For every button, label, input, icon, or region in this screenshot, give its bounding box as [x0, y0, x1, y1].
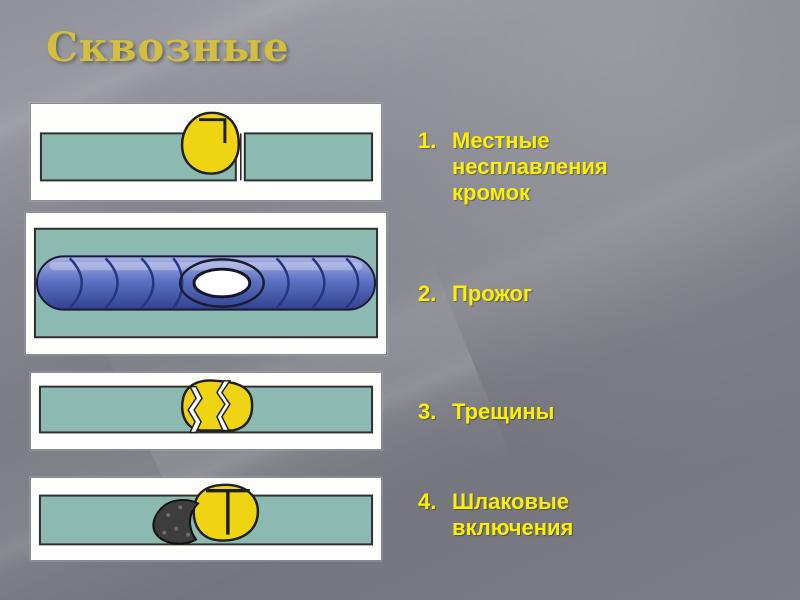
slag-speck	[166, 513, 171, 518]
list-item-number: 3.	[418, 399, 437, 424]
list-item-nonfusion: 1. Местные несплавления кромок	[418, 128, 674, 206]
bead-ripple	[275, 257, 290, 309]
list-item-burnthrough: 2. Прожог	[418, 281, 532, 307]
bead-ripple	[68, 257, 83, 309]
list-item-label: Трещины	[452, 399, 555, 424]
defect-image-cracks	[30, 372, 382, 450]
burn-hole	[192, 267, 252, 299]
crack	[187, 385, 203, 434]
slag-illustration	[38, 483, 374, 546]
weld-bead	[192, 483, 259, 542]
defect-image-nonfusion	[30, 103, 382, 201]
nonfusion-illustration	[39, 111, 374, 182]
slag-speck	[174, 526, 179, 531]
bead-ripple	[104, 257, 119, 309]
slag-speck	[186, 532, 191, 537]
list-item-slag: 4. Шлаковые включения	[418, 489, 674, 541]
list-item-label: Прожог	[452, 281, 533, 306]
list-item-label: Местные несплавления кромок	[452, 128, 608, 205]
weld-bead	[180, 111, 241, 175]
defect-image-burnthrough	[25, 212, 387, 355]
plate-right	[243, 132, 374, 182]
list-item-number: 2.	[418, 281, 437, 306]
bead-highlight	[49, 262, 363, 271]
list-item-cracks: 3. Трещины	[418, 399, 554, 425]
defect-image-slag	[30, 477, 382, 561]
slag-speck	[178, 505, 183, 510]
bead-ripple	[311, 257, 326, 309]
slag-speck	[162, 530, 167, 535]
weld-groove-mark	[206, 488, 250, 535]
bead-ripple	[345, 257, 360, 309]
slide-title: Сквозные	[46, 24, 290, 71]
crack	[216, 380, 232, 432]
list-item-number: 4.	[418, 489, 437, 514]
burn-hole-ring	[178, 258, 265, 308]
burnthrough-illustration	[33, 227, 379, 339]
bead-ripple	[140, 257, 155, 309]
list-item-label: Шлаковые включения	[452, 489, 574, 540]
cracks-illustration	[38, 379, 374, 434]
bead-ripple	[172, 257, 184, 309]
groove-mark	[199, 118, 227, 144]
list-item-number: 1.	[418, 128, 437, 153]
